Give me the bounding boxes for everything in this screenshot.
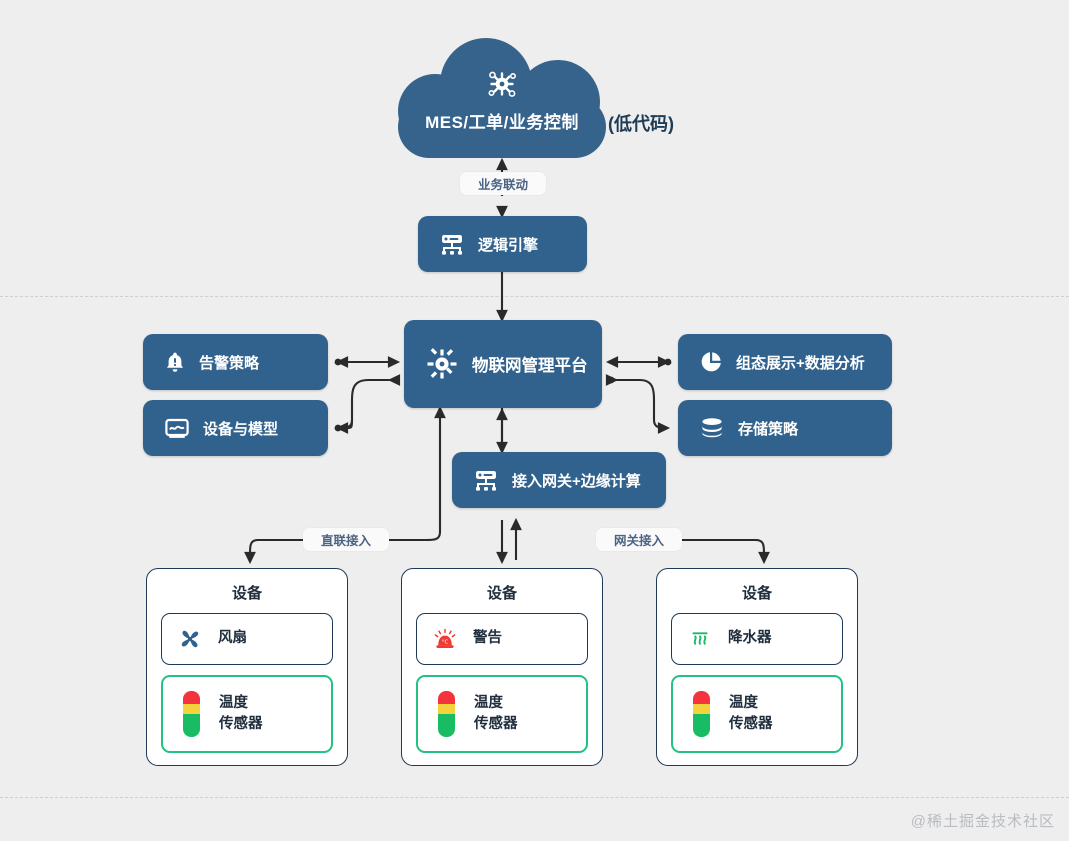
device-row-label: 警告 [473,630,502,647]
device-card-title: 设备 [231,585,262,602]
device-row-label: 降水器 [728,630,772,647]
node-device-model-label: 设备与模型 [203,420,279,438]
layer-divider-bottom [0,797,1069,798]
device-card[interactable]: 设备 降水器 温度 传感器 [656,568,858,766]
cloud-gear-network-icon [482,64,522,104]
siren-alarm-icon: °C [431,626,459,652]
node-iot-platform[interactable]: 物联网管理平台 [404,320,602,408]
device-row-label: 温度 传感器 [729,693,773,735]
device-row-label: 温度 传感器 [474,693,518,735]
gateway-server-icon [474,469,498,491]
temperature-sensor-icon [687,691,715,737]
sensor-label-line1: 温度 [219,694,248,711]
watermark: @稀土掘金技术社区 [910,813,1055,830]
device-card-title: 设备 [486,585,517,602]
cloud-label: MES/工单/业务控制 [425,113,579,132]
temperature-sensor-icon [432,691,460,737]
node-alarm-policy-label: 告警策略 [199,354,260,372]
sensor-label-line2: 传感器 [729,716,773,732]
iot-hub-icon [426,348,458,380]
temperature-sensor-icon [177,691,205,737]
database-icon [700,417,724,439]
device-row-sprinkler[interactable]: 降水器 [671,613,843,665]
svg-text:°C: °C [442,639,449,645]
node-logic-engine-label: 逻辑引擎 [478,236,539,254]
sprinkler-icon [686,626,714,652]
bell-icon [165,351,185,373]
low-code-note: (低代码) [608,114,674,134]
cloud-shape [398,38,606,158]
device-row-temperature-sensor[interactable]: 温度 传感器 [161,675,333,753]
device-model-icon [165,418,189,438]
pie-chart-icon [700,351,722,373]
layer-divider-top [0,296,1069,297]
sensor-label-line2: 传感器 [474,716,518,732]
node-storage-policy-label: 存储策略 [738,420,799,438]
device-card[interactable]: 设备 风扇 温度 传感器 [146,568,348,766]
link-label-gateway: 网关接入 [596,528,682,551]
link-label-direct: 直联接入 [303,528,389,551]
sensor-label-line2: 传感器 [219,716,263,732]
device-row-label: 风扇 [218,630,247,647]
sensor-label-line1: 温度 [729,694,758,711]
node-gateway-edge[interactable]: 接入网关+边缘计算 [452,452,666,508]
device-row-fan[interactable]: 风扇 [161,613,333,665]
node-visualization-label: 组态展示+数据分析 [736,354,865,372]
node-logic-engine[interactable]: 逻辑引擎 [418,216,587,272]
device-row-alarm[interactable]: °C 警告 [416,613,588,665]
device-row-temperature-sensor[interactable]: 温度 传感器 [671,675,843,753]
node-visualization[interactable]: 组态展示+数据分析 [678,334,892,390]
link-label-business: 业务联动 [460,172,546,195]
node-alarm-policy[interactable]: 告警策略 [143,334,328,390]
device-card-title: 设备 [741,585,772,602]
node-device-model[interactable]: 设备与模型 [143,400,328,456]
gateway-server-icon [440,233,464,255]
device-row-temperature-sensor[interactable]: 温度 传感器 [416,675,588,753]
sensor-label-line1: 温度 [474,694,503,711]
device-card[interactable]: 设备 °C 警告 [401,568,603,766]
fan-icon [176,626,204,652]
node-iot-platform-label: 物联网管理平台 [472,357,588,375]
node-storage-policy[interactable]: 存储策略 [678,400,892,456]
node-gateway-edge-label: 接入网关+边缘计算 [512,472,641,490]
device-row-label: 温度 传感器 [219,693,263,735]
